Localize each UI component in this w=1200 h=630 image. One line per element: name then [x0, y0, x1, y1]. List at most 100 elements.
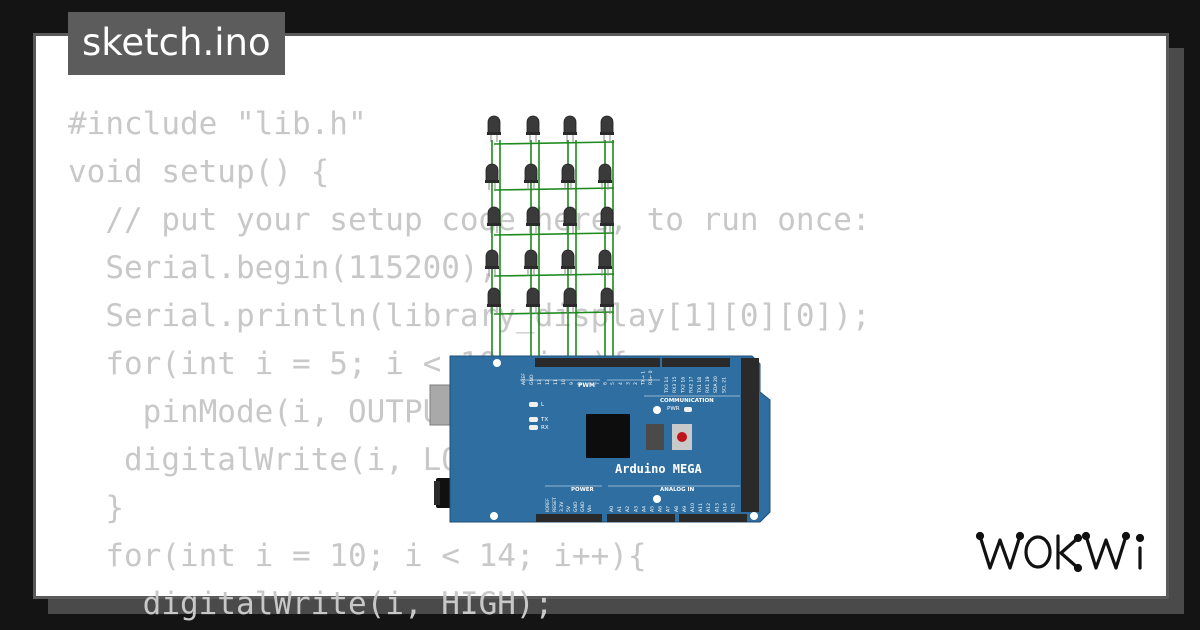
pin-label: TX2 16 — [680, 377, 686, 394]
wire — [493, 187, 615, 191]
pin-label: TX3 14 — [664, 377, 670, 394]
led — [563, 287, 577, 314]
led-body — [526, 287, 540, 307]
led — [487, 287, 501, 314]
pin-label: 3 — [625, 382, 631, 385]
pin-label: A5 — [650, 506, 656, 512]
code-line: digitalWrite(i, HIGH); — [68, 586, 554, 622]
led — [524, 163, 538, 190]
led-rim — [563, 132, 577, 135]
pin-label: A8 — [674, 506, 680, 512]
led — [561, 249, 575, 276]
pin-label: A15 — [731, 503, 737, 512]
pin-label: 4 — [618, 382, 624, 385]
pin-label: A3 — [633, 506, 639, 512]
mount-hole — [653, 495, 661, 503]
led-rim — [600, 304, 614, 307]
pin-label: 5 — [610, 382, 616, 385]
led — [526, 287, 540, 314]
tx-label: TX — [540, 417, 548, 423]
pin-label: A13 — [714, 503, 720, 512]
pin-label: 13 — [537, 379, 543, 385]
pin-label: 2 — [633, 382, 639, 385]
led-rim — [598, 180, 612, 183]
mount-hole — [750, 512, 758, 520]
mount-hole — [653, 406, 661, 414]
pin-label: 5V — [566, 505, 572, 512]
pin-label: GND — [580, 501, 586, 512]
led-body — [600, 287, 614, 307]
pin-label: 6 — [603, 382, 609, 385]
pwm-label: PWM — [578, 382, 595, 389]
led-body — [487, 206, 501, 226]
led — [561, 163, 575, 190]
pin-label: IOREF — [545, 498, 551, 512]
rx-label: RX — [541, 425, 549, 431]
led-body — [563, 115, 577, 135]
led-body — [598, 163, 612, 183]
code-line: } — [68, 490, 124, 526]
led — [487, 206, 501, 233]
led — [485, 249, 499, 276]
led — [563, 206, 577, 233]
pin-label: GND — [573, 501, 579, 512]
pin-label: RX3 15 — [672, 376, 678, 393]
led-matrix — [485, 115, 614, 314]
led-body — [526, 206, 540, 226]
header-digital-side — [741, 358, 759, 512]
power-jack-end — [434, 481, 440, 505]
led — [600, 287, 614, 314]
led-body — [524, 163, 538, 183]
led-pwr-indicator — [684, 407, 692, 412]
led — [600, 115, 614, 142]
led-body — [487, 115, 501, 135]
pin-label: A6 — [658, 506, 664, 512]
mcu-chip — [586, 414, 630, 458]
led-rim — [485, 180, 499, 183]
code-line: Serial.begin(115200); — [68, 250, 498, 286]
pin-label: AREF — [521, 373, 527, 385]
led-rim — [524, 266, 538, 269]
pwr-label: PWR — [667, 406, 680, 412]
pin-label: 9 — [569, 382, 575, 385]
led-rim — [563, 223, 577, 226]
code-line: #include "lib.h" — [68, 106, 367, 142]
icsp-header — [646, 424, 664, 450]
pin-label: 8 — [577, 382, 583, 385]
led-body — [600, 115, 614, 135]
led-body — [485, 249, 499, 269]
led-body — [598, 249, 612, 269]
led-body — [526, 115, 540, 135]
led — [598, 249, 612, 276]
led-body — [561, 249, 575, 269]
led-body — [600, 206, 614, 226]
pin-label: A14 — [722, 503, 728, 512]
arduino-mega-board[interactable]: Arduino MEGA PWM COMMUNICATION PWR POWER… — [429, 355, 771, 523]
led-rim — [487, 304, 501, 307]
header-analog-right — [679, 514, 747, 522]
led-rim — [561, 266, 575, 269]
led-rx-indicator — [529, 425, 538, 430]
led-rim — [487, 132, 501, 135]
led-rim — [524, 180, 538, 183]
code-line: for(int i = 10; i < 14; i++){ — [68, 538, 647, 574]
led — [598, 163, 612, 190]
file-title[interactable]: sketch.ino — [68, 12, 285, 75]
mount-hole — [493, 359, 501, 367]
pin-label: SCL 21 — [721, 377, 727, 393]
communication-label: COMMUNICATION — [660, 398, 714, 404]
l-label: L — [541, 402, 545, 408]
pin-label: 11 — [553, 379, 559, 385]
wire — [493, 141, 615, 145]
led — [524, 249, 538, 276]
pin-label: RX1 19 — [705, 376, 711, 393]
led — [485, 163, 499, 190]
led-rim — [600, 223, 614, 226]
reset-button[interactable] — [677, 432, 687, 442]
pin-label: A9 — [682, 506, 688, 512]
wire — [493, 311, 615, 315]
led-rim — [561, 180, 575, 183]
mount-hole — [490, 512, 498, 520]
